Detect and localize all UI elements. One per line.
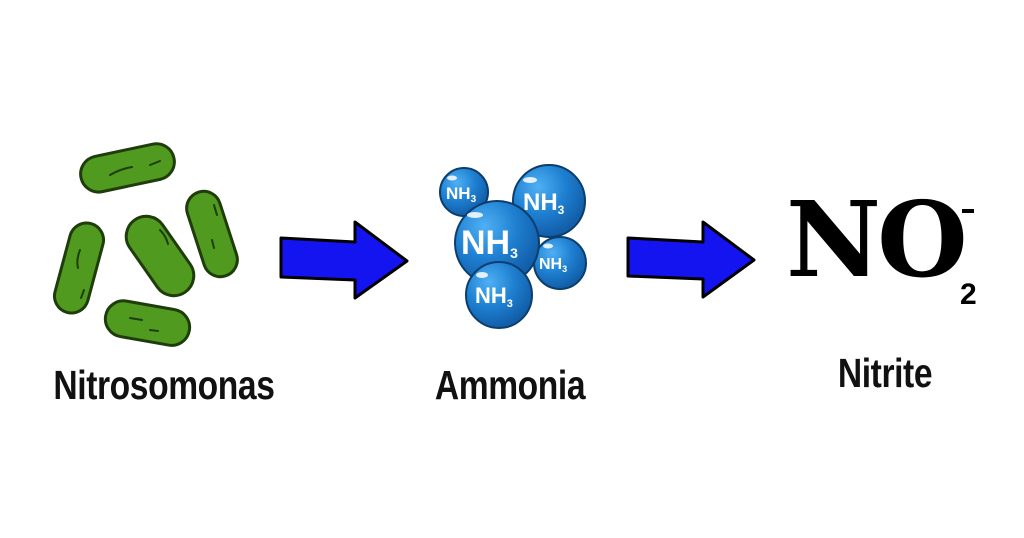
nh3-label-2: NH3 <box>523 189 565 217</box>
bacteria-texture <box>76 160 218 332</box>
nitrite-charge <box>962 209 974 213</box>
nh3-label-5: NH3 <box>539 256 567 274</box>
nitrite-label: Nitrite <box>837 350 933 396</box>
nitrite-formula: NO <box>786 178 968 301</box>
bacterium-3 <box>124 214 196 298</box>
nh3-label-3: NH3 <box>461 224 518 262</box>
bacterium-2 <box>185 189 239 279</box>
nh3-label-4: NH3 <box>475 283 513 310</box>
ammonia-molecules-icon <box>439 164 587 329</box>
nitrite-subscript: 2 <box>960 278 977 311</box>
bacterium-5 <box>103 299 192 347</box>
arrow-right-icon-2 <box>626 220 756 299</box>
molecule-highlights <box>447 175 553 278</box>
molecule-bubble-4 <box>465 261 533 329</box>
ammonia-formula-labels: NH3 NH3 NH3 NH3 NH3 <box>446 184 567 310</box>
nitrosomonas-bacteria-icon <box>52 142 239 347</box>
arrow-right-icon-1 <box>279 220 409 300</box>
nitrosomonas-label: Nitrosomonas <box>53 362 275 408</box>
ammonia-label: Ammonia <box>434 362 586 408</box>
nh3-label-1: NH3 <box>446 184 477 205</box>
